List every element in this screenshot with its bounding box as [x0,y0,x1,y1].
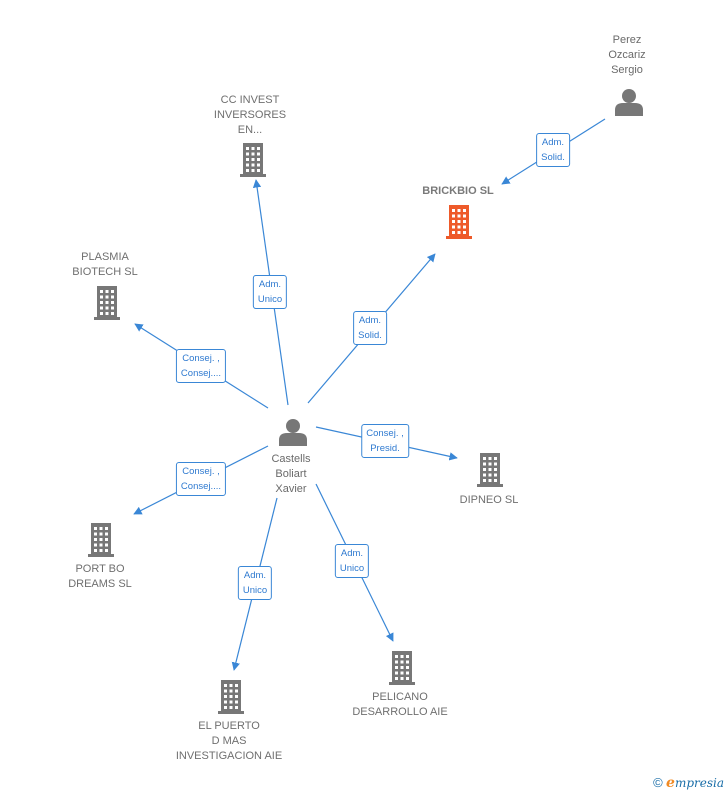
edge-label-castells-to-elpuerto[interactable]: Adm. Unico [237,566,273,600]
portbo-building-icon[interactable] [88,523,114,557]
node-label-perez[interactable]: Perez Ozcariz Sergio [608,34,646,76]
dipneo-building-icon[interactable] [477,453,503,487]
node-label-ccinvest[interactable]: CC INVEST INVERSORES EN... [213,94,287,136]
node-label-pelicano[interactable]: PELICANO DESARROLLO AIE [352,691,448,718]
brand-name: mpresia [674,776,724,790]
edge-label-castells-to-pelicano[interactable]: Adm. Unico [334,544,370,578]
ccinvest-building-icon[interactable] [240,143,266,177]
node-label-elpuerto[interactable]: EL PUERTO D MAS INVESTIGACION AIE [175,720,283,762]
copyright-symbol: © [653,775,663,790]
castells-person-icon[interactable] [279,419,307,446]
footer-brand: © empresia [653,775,724,791]
node-label-dipneo[interactable]: DIPNEO SL [459,494,519,506]
brickbio-building-icon[interactable] [446,205,472,239]
elpuerto-building-icon[interactable] [218,680,244,714]
pelicano-building-icon[interactable] [389,651,415,685]
edge-label-castells-to-portbo[interactable]: Consej. , Consej.... [175,462,227,496]
edge-label-castells-to-plasmia[interactable]: Consej. , Consej.... [175,349,227,383]
node-label-castells[interactable]: Castells Boliart Xavier [271,453,311,495]
edge-label-castells-to-brickbio[interactable]: Adm. Solid. [353,311,387,345]
edge-label-castells-to-ccinvest[interactable]: Adm. Unico [252,275,288,309]
node-label-brickbio[interactable]: BRICKBIO SL [422,185,494,197]
node-label-portbo[interactable]: PORT BO DREAMS SL [68,563,132,590]
brand-initial: e [666,775,675,791]
edge-label-perez-to-brickbio[interactable]: Adm. Solid. [536,133,570,167]
plasmia-building-icon[interactable] [94,286,120,320]
node-label-plasmia[interactable]: PLASMIA BIOTECH SL [72,251,138,278]
perez-person-icon[interactable] [615,89,643,116]
edge-label-castells-to-dipneo[interactable]: Consej. , Presid. [361,424,409,458]
